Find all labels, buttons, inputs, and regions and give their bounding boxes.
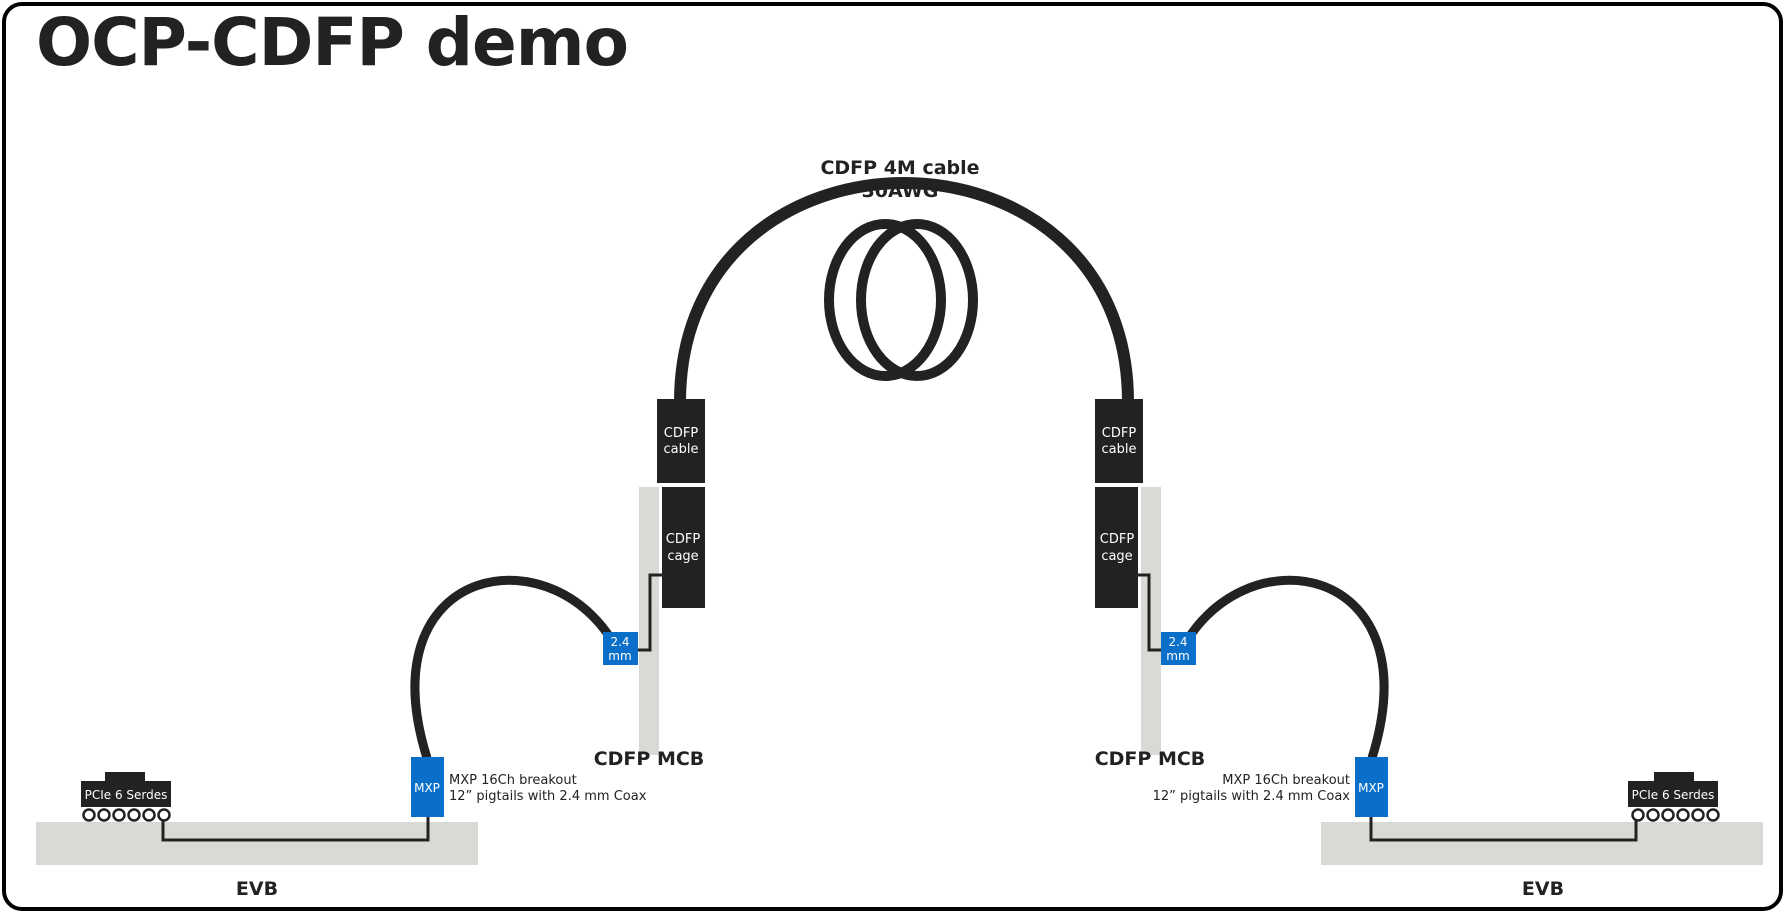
wire-left-cage-to-coax (635, 573, 662, 652)
coax-loop-left (410, 575, 625, 760)
cdfp-cable-label-left-2: cable (664, 442, 699, 457)
coax-connector-label-left-2: mm (608, 649, 631, 663)
cdfp-cable-connector-right: CDFP cable (1095, 399, 1143, 483)
coax-connector-right: 2.4 mm (1161, 632, 1196, 665)
wire-left-serdes-to-mxp (161, 815, 430, 842)
mxp-caption-left-1: MXP 16Ch breakout (449, 773, 577, 788)
cdfp-main-cable (674, 177, 1134, 403)
cdfp-cage-left: CDFP cage (662, 487, 705, 608)
evb-board-right (1321, 822, 1763, 865)
mxp-label-right: MXP (1358, 781, 1384, 795)
cable-label-line1: CDFP 4M cable (820, 157, 979, 179)
mxp-label-left: MXP (414, 781, 440, 795)
cable-coil-loop-2 (856, 219, 978, 381)
cdfp-cage-right: CDFP cage (1095, 487, 1138, 608)
cable-label-line2: 30AWG (862, 180, 939, 202)
serdes-label-left: PCIe 6 Serdes (85, 788, 168, 802)
coax-connector-left: 2.4 mm (603, 632, 638, 665)
serdes-label-right: PCIe 6 Serdes (1632, 788, 1715, 802)
cdfp-cage-label-left-1: CDFP (666, 532, 701, 547)
mcb-board-right (1141, 487, 1161, 755)
mxp-caption-right-1: MXP 16Ch breakout (1222, 773, 1350, 788)
coax-connector-label-left-1: 2.4 (610, 635, 629, 649)
evb-label-right: EVB (1522, 878, 1564, 900)
cdfp-cage-label-left-2: cage (667, 549, 698, 564)
mxp-caption-left-2: 12” pigtails with 2.4 mm Coax (449, 789, 647, 804)
coax-connector-label-right-2: mm (1166, 649, 1189, 663)
coax-connector-label-right-1: 2.4 (1168, 635, 1187, 649)
mxp-connector-left: MXP (411, 757, 444, 817)
serdes-pins-right (1631, 808, 1720, 822)
mcb-label-left: CDFP MCB (594, 748, 705, 770)
cdfp-cable-label-right-2: cable (1102, 442, 1137, 457)
coax-loop-right (1174, 575, 1389, 760)
cable-coil-loop-1 (824, 219, 946, 381)
evb-label-left: EVB (236, 878, 278, 900)
cdfp-cable-label-right-1: CDFP (1102, 426, 1137, 441)
wire-right-serdes-to-mxp (1369, 815, 1638, 842)
evb-board-left (36, 822, 478, 865)
page-title: OCP-CDFP demo (36, 4, 629, 81)
serdes-chip-right: PCIe 6 Serdes (1628, 772, 1720, 822)
cdfp-cable-connector-left: CDFP cable (657, 399, 705, 483)
mxp-caption-right-2: 12” pigtails with 2.4 mm Coax (1153, 789, 1351, 804)
cdfp-cage-label-right-2: cage (1101, 549, 1132, 564)
cdfp-cable-label-left-1: CDFP (664, 426, 699, 441)
mxp-connector-right: MXP (1355, 757, 1388, 817)
wire-right-cage-to-coax (1137, 573, 1164, 652)
mcb-label-right: CDFP MCB (1095, 748, 1206, 770)
cdfp-cage-label-right-1: CDFP (1100, 532, 1135, 547)
serdes-pins-left (82, 808, 171, 822)
serdes-chip-left: PCIe 6 Serdes (81, 772, 171, 822)
